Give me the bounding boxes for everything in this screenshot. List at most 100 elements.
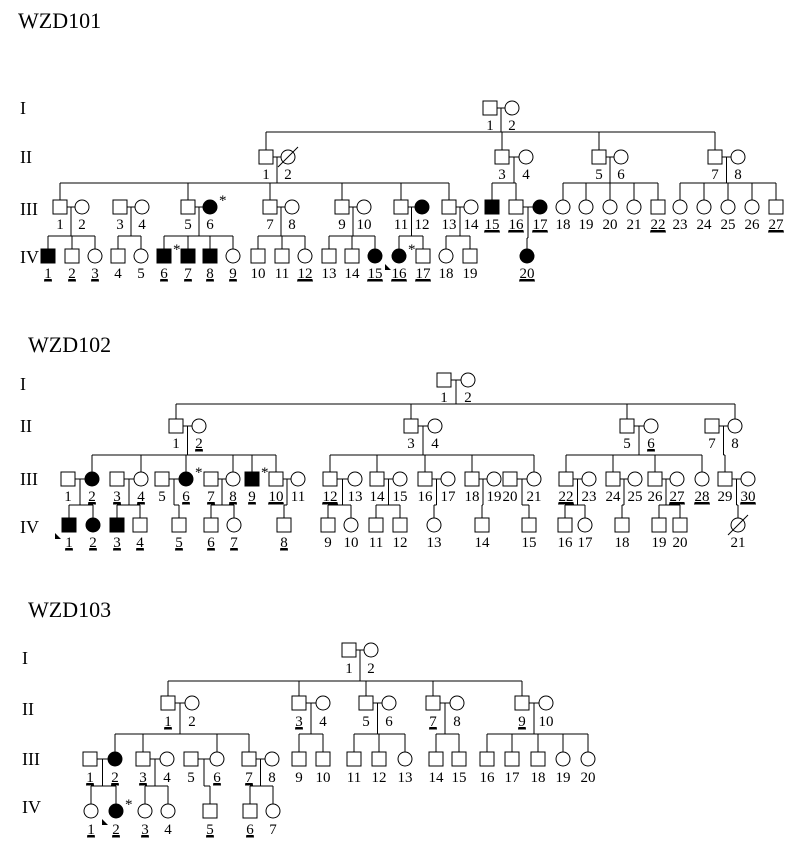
individual-number: 5 [184,217,192,233]
individual-number: 19 [652,535,667,551]
individual-number: 5 [158,489,166,505]
individual-number: 17 [505,770,521,786]
female-symbol [727,418,743,434]
male-symbol [530,751,546,767]
male-symbol [605,471,621,487]
generation-label: III [20,199,38,219]
female-symbol [347,471,363,487]
individual-number: 1 [172,436,180,452]
individual-number: 4 [319,714,327,730]
individual-number: 9 [295,770,303,786]
individual-number: 26 [648,489,664,505]
individual-number: 2 [464,390,472,406]
male-symbol [557,517,573,533]
male-symbol [315,751,331,767]
male-symbol [341,642,357,658]
individual-number: 8 [734,167,742,183]
male-symbol [334,199,350,215]
individual-number: 20 [581,770,596,786]
individual-number: 17 [416,266,432,282]
individual-number: 22 [651,217,666,233]
individual-number: 3 [498,167,506,183]
individual-number: 11 [347,770,361,786]
individual-number: 4 [136,535,144,551]
female-symbol [159,751,175,767]
individual-number: 16 [480,770,496,786]
female-symbol [315,695,331,711]
individual-number: 8 [206,266,214,282]
female-symbol [87,248,103,264]
individual-number: 6 [617,167,625,183]
affected-female-symbol [107,751,123,767]
individual-number: 4 [164,822,172,838]
individual-number: 14 [464,217,480,233]
male-symbol [291,695,307,711]
generation-label: I [22,648,28,668]
female-symbol [672,199,688,215]
individual-number: 5 [175,535,183,551]
male-symbol [514,695,530,711]
deceased-slash [277,146,299,168]
individual-number: 14 [345,266,361,282]
male-symbol [241,751,257,767]
individual-number: 7 [269,822,277,838]
proband-arrow-icon [385,264,391,270]
individual-number: 3 [139,770,147,786]
male-symbol [322,471,338,487]
individual-number: 1 [44,266,52,282]
male-symbol [135,751,151,767]
individual-number: 13 [442,217,457,233]
female-symbol [74,199,90,215]
male-symbol [203,471,219,487]
female-symbol [730,149,746,165]
affected-male-symbol [180,248,196,264]
female-symbol [460,372,476,388]
affected-female-symbol [414,199,430,215]
male-symbol [502,471,518,487]
female-symbol [225,471,241,487]
individual-number: 2 [112,822,120,838]
female-symbol [744,199,760,215]
male-symbol [203,517,219,533]
male-symbol [369,471,385,487]
female-symbol [290,471,306,487]
individual-number: 1 [440,390,448,406]
generation-label: II [20,147,32,167]
individual-number: 21 [627,217,642,233]
male-symbol [558,471,574,487]
individual-number: 9 [324,535,332,551]
individual-number: 11 [291,489,305,505]
female-symbol [133,248,149,264]
individual-number: 20 [673,535,688,551]
individual-number: 19 [487,489,502,505]
male-symbol [704,418,720,434]
individual-number: 4 [114,266,122,282]
female-symbol [438,248,454,264]
individual-number: 15 [522,535,537,551]
individual-number: 18 [439,266,454,282]
individual-number: 23 [673,217,688,233]
male-symbol [464,471,480,487]
male-symbol [371,751,387,767]
female-symbol [440,471,456,487]
affected-male-symbol [156,248,172,264]
female-symbol [297,248,313,264]
individual-number: 12 [393,535,408,551]
individual-number: 7 [429,714,437,730]
female-symbol [191,418,207,434]
individual-number: 2 [195,436,203,452]
individual-number: 24 [606,489,622,505]
generation-label: IV [22,797,41,817]
female-symbol [226,517,242,533]
female-symbol [343,517,359,533]
individual-number: 9 [338,217,346,233]
male-symbol [474,517,490,533]
individual-number: 2 [188,714,196,730]
male-symbol [415,248,431,264]
individual-number: 2 [508,118,516,134]
affected-female-symbol [367,248,383,264]
